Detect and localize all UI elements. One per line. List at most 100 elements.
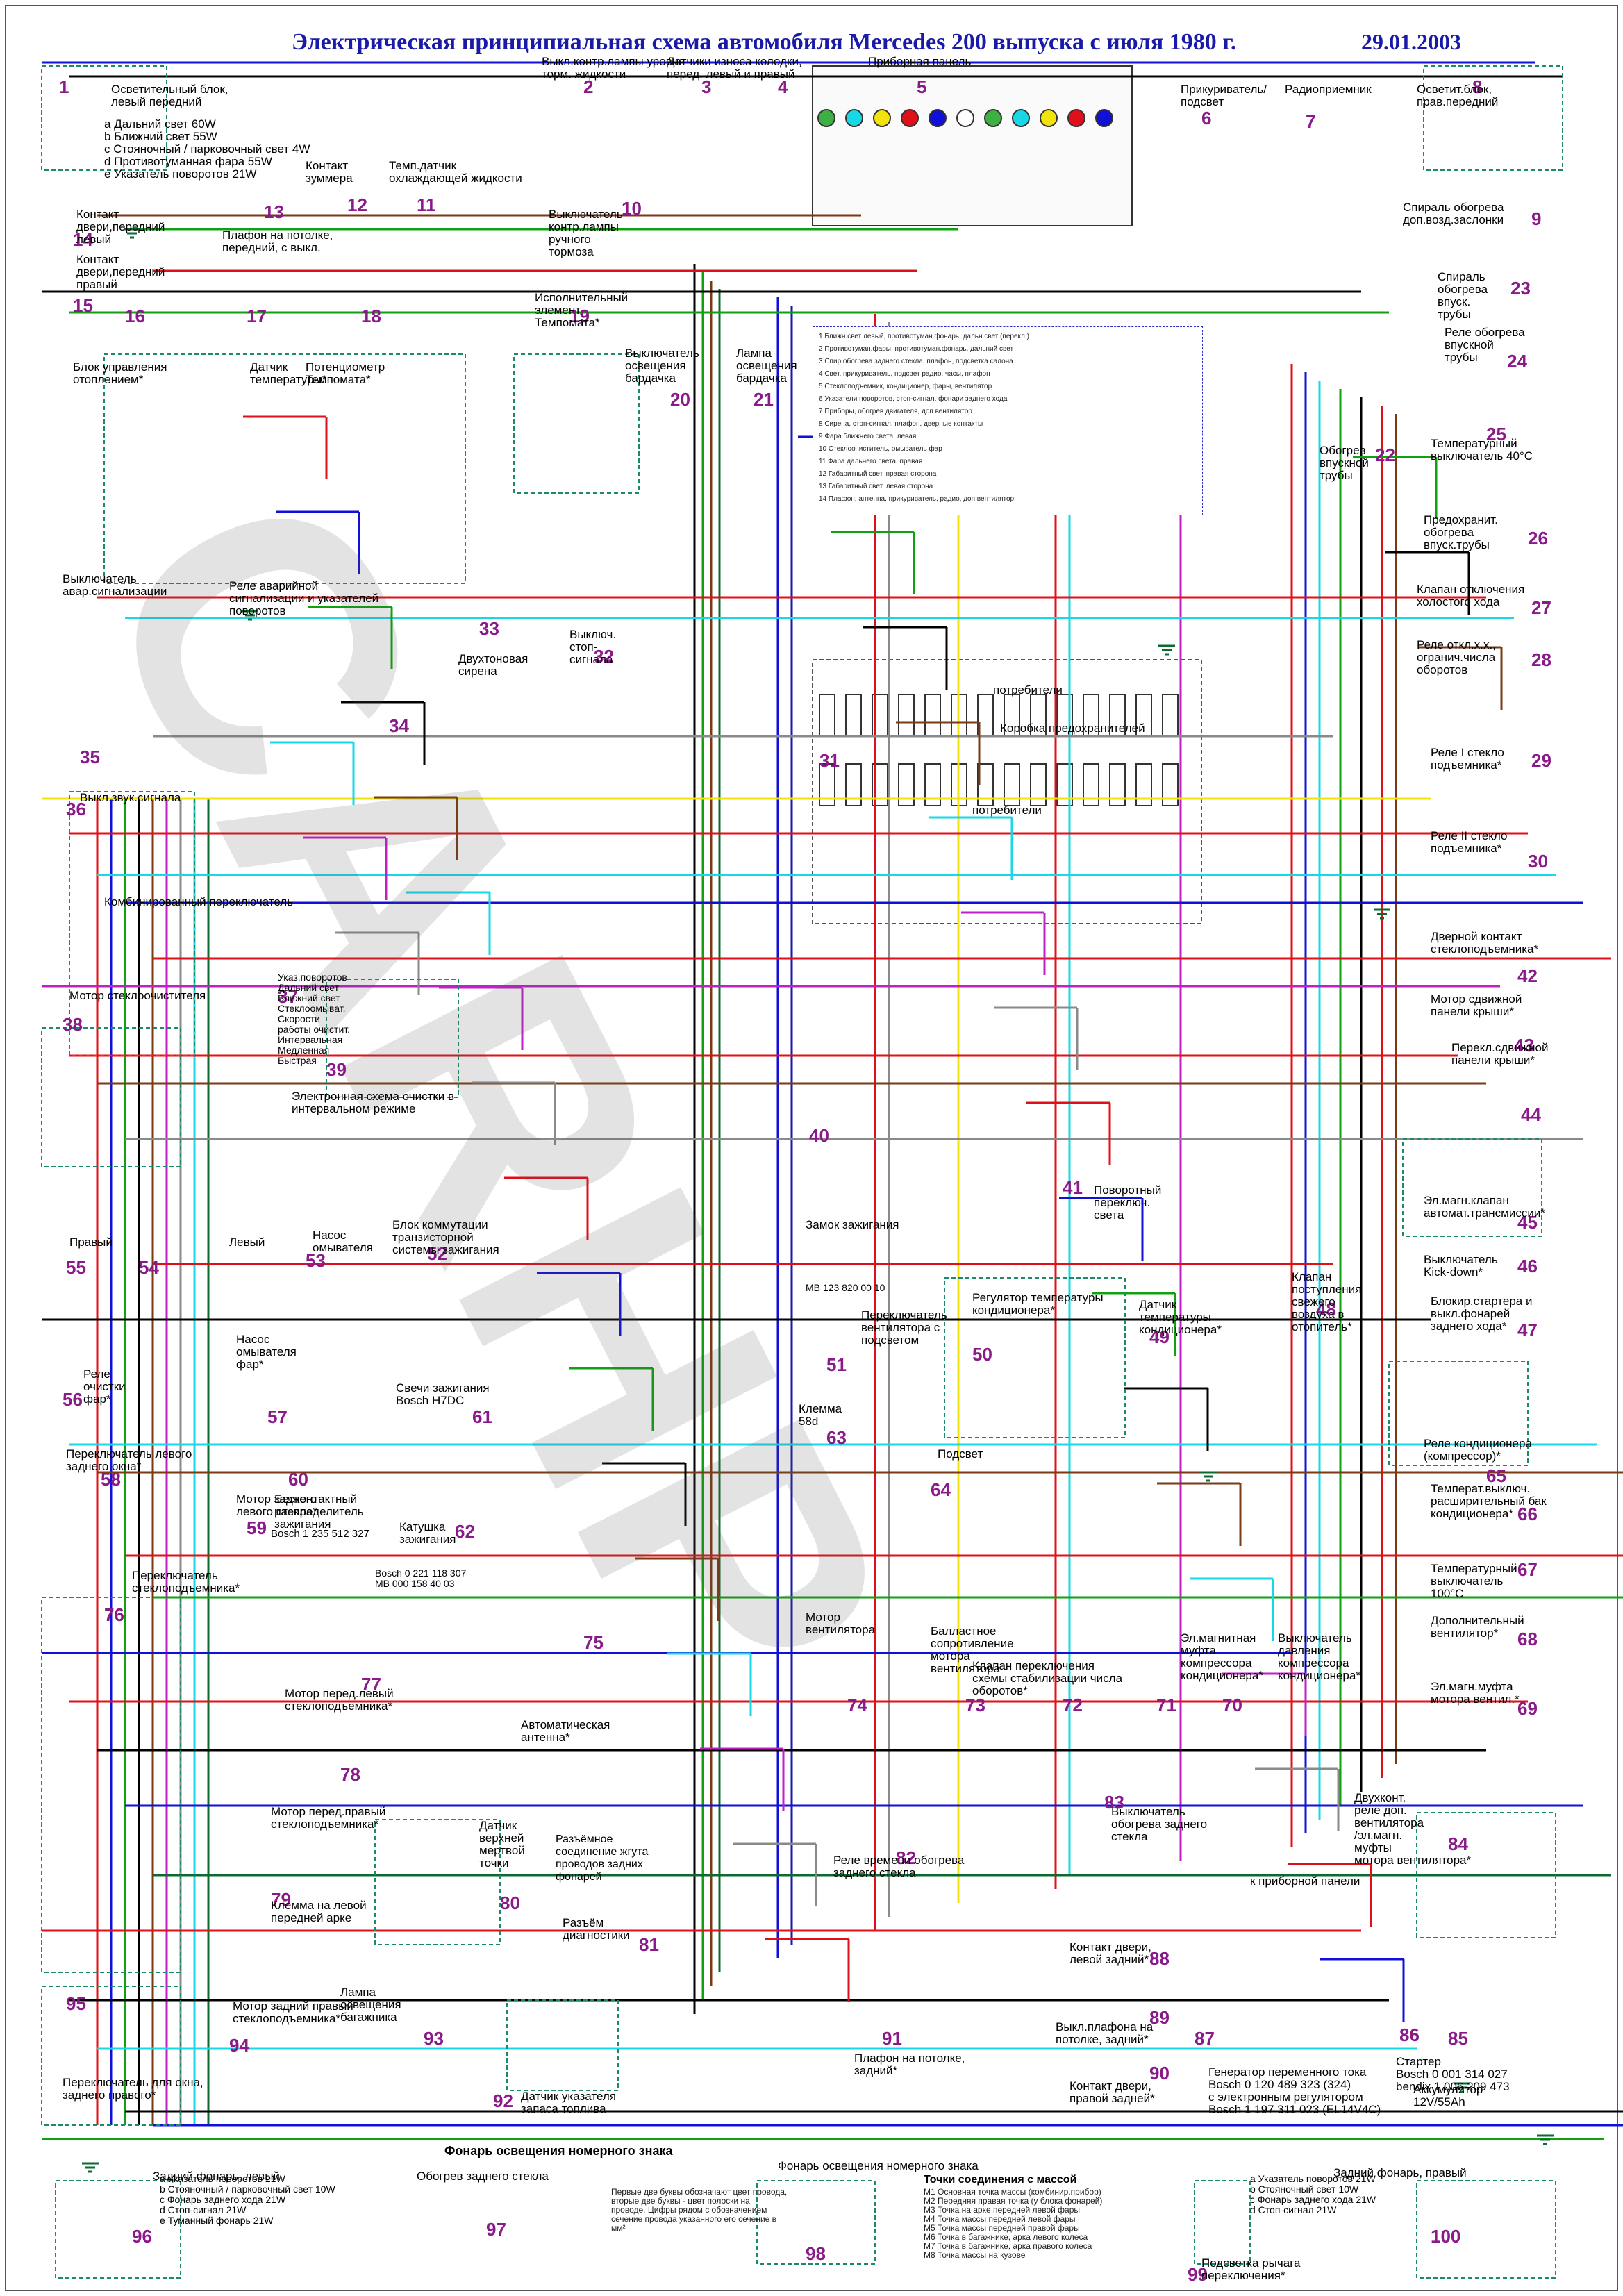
component-label: Датчики износа колодки, перед. левый и п…	[667, 55, 802, 81]
component-number: 23	[1510, 278, 1531, 299]
component-label: Мотор перед.левый стеклоподъемника*	[285, 1687, 394, 1713]
component-label: Двухтоновая сирена	[458, 652, 528, 678]
component-label: Балластное сопротивление мотора вентилят…	[931, 1624, 1014, 1675]
component-symbol	[845, 109, 863, 127]
component-label: Приборная панель	[868, 55, 972, 68]
component-label: Переключатель стеклоподъемника*	[132, 1569, 240, 1595]
component-label: Поворотный переключ. света	[1094, 1183, 1162, 1222]
component-label: Клапан отключения холостого хода	[1417, 583, 1525, 608]
component-number: 9	[1531, 208, 1542, 229]
component-number: 77	[361, 1674, 381, 1695]
component-number: 68	[1517, 1629, 1538, 1649]
component-number: 44	[1521, 1104, 1541, 1125]
component-box	[326, 979, 459, 1098]
component-number: 55	[66, 1257, 86, 1278]
component-number: 64	[931, 1479, 951, 1500]
component-label: Насос омывателя фар*	[236, 1333, 297, 1371]
component-label: Темп.датчик охлаждающей жидкости	[389, 159, 522, 185]
component-number: 57	[267, 1406, 288, 1427]
fuse-legend-row: 3 Спир.обогрева заднего стекла, плафон, …	[819, 358, 1013, 365]
consumers-label-bottom: потребители	[972, 804, 1042, 817]
component-number: 92	[493, 2090, 513, 2111]
component-number: 66	[1517, 1504, 1538, 1524]
component-number: 24	[1507, 351, 1527, 372]
component-number: 54	[139, 1257, 159, 1278]
component-box	[513, 353, 640, 494]
component-number: 60	[288, 1469, 308, 1490]
component-label: Клемма 58d	[799, 1402, 842, 1428]
component-label: Датчик температуры кондиционера*	[1139, 1298, 1222, 1336]
component-box	[41, 1597, 181, 1973]
component-label: Свечи зажигания Bosch H7DC	[396, 1381, 490, 1407]
ground-points-title: Точки соединения с массой	[924, 2174, 1077, 2186]
component-box	[41, 65, 167, 171]
component-number: 56	[63, 1389, 83, 1410]
component-label: Контакт двери,передний правый	[76, 253, 165, 291]
component-number: 21	[754, 389, 774, 410]
component-number: 26	[1528, 528, 1548, 549]
component-label: Плафон на потолке, задний*	[854, 2052, 965, 2077]
wire-colour-note: Первые две буквы обозначают цвет провода…	[611, 2187, 788, 2233]
component-number: 46	[1517, 1256, 1538, 1276]
component-number: 71	[1156, 1695, 1176, 1715]
component-symbol	[984, 109, 1002, 127]
component-number: 31	[819, 750, 840, 771]
component-number: 85	[1448, 2028, 1468, 2049]
component-label: Блок управления отоплением*	[73, 360, 167, 386]
component-label: Дверной контакт стеклоподъемника*	[1431, 930, 1539, 956]
component-symbol	[1040, 109, 1058, 127]
component-label: Выключатель Kick-down*	[1424, 1253, 1498, 1279]
component-number: 27	[1531, 597, 1551, 618]
component-number: 18	[361, 306, 381, 326]
component-label: Мотор вентилятора	[806, 1611, 876, 1636]
rear-lamp-legend-right: a Указатель поворотов 21W b Стояночный с…	[1250, 2173, 1376, 2215]
ground-points-list: M1 Основная точка массы (комбинир.прибор…	[924, 2187, 1103, 2260]
component-number: 20	[670, 389, 690, 410]
component-number: 49	[1149, 1326, 1170, 1347]
component-number: 80	[500, 1892, 520, 1913]
component-label: Обогрев заднего стекла	[417, 2170, 549, 2183]
component-number: 67	[1517, 1559, 1538, 1580]
component-box	[1423, 65, 1563, 171]
component-box	[1402, 1138, 1542, 1237]
component-number: 19	[569, 306, 590, 326]
component-box	[1109, 763, 1126, 806]
component-box	[1083, 763, 1099, 806]
component-label: Контакт двери,передний левый	[76, 208, 165, 246]
fuse-legend-row: 10 Стеклоочиститель, омыватель фар	[819, 445, 942, 453]
component-box	[756, 2180, 876, 2265]
component-number: 14	[73, 229, 93, 250]
ventilator-switch-code: MB 123 820 00 10	[806, 1282, 885, 1293]
component-box	[41, 1986, 181, 2126]
component-number: 51	[826, 1354, 847, 1375]
component-symbol	[1067, 109, 1085, 127]
component-label: Лампа освещения бардачка	[736, 347, 797, 385]
front-lamp-specs: a Дальний свет 60W b Ближний свет 55W c …	[104, 117, 310, 181]
component-number: 73	[965, 1695, 985, 1715]
component-number: 12	[347, 194, 367, 215]
component-number: 16	[125, 306, 145, 326]
component-label: Температурный выключатель 100°C	[1431, 1562, 1517, 1600]
component-number: 39	[326, 1059, 347, 1080]
component-label: Левый	[229, 1236, 265, 1249]
to-dash-label: к приборной панели	[1250, 1874, 1360, 1888]
component-number: 47	[1517, 1320, 1538, 1340]
component-label: Плафон на потолке, передний, с выкл.	[222, 228, 333, 254]
component-number: 28	[1531, 649, 1551, 670]
component-number: 50	[972, 1344, 992, 1365]
diagram-date: 29.01.2003	[1361, 29, 1461, 54]
component-label: Выкл.плафона на потолке, задний*	[1056, 2020, 1154, 2046]
component-number: 81	[639, 1934, 659, 1955]
component-label: Перекл.сдвижной панели крыши*	[1451, 1041, 1549, 1067]
component-number: 37	[278, 986, 298, 1007]
component-label: Замок зажигания	[806, 1218, 899, 1231]
component-number: 99	[1188, 2264, 1208, 2285]
component-label: Задний фонарь, правый	[1333, 2166, 1467, 2179]
component-label: Радиоприемник	[1285, 83, 1372, 96]
component-label: Мотор сдвижной панели крыши*	[1431, 992, 1522, 1018]
component-number: 53	[306, 1250, 326, 1271]
component-number: 98	[806, 2243, 826, 2264]
component-label: Насос омывателя	[313, 1229, 373, 1254]
component-label: Комбинированный переключатель	[104, 895, 294, 908]
component-number: 36	[66, 799, 86, 820]
